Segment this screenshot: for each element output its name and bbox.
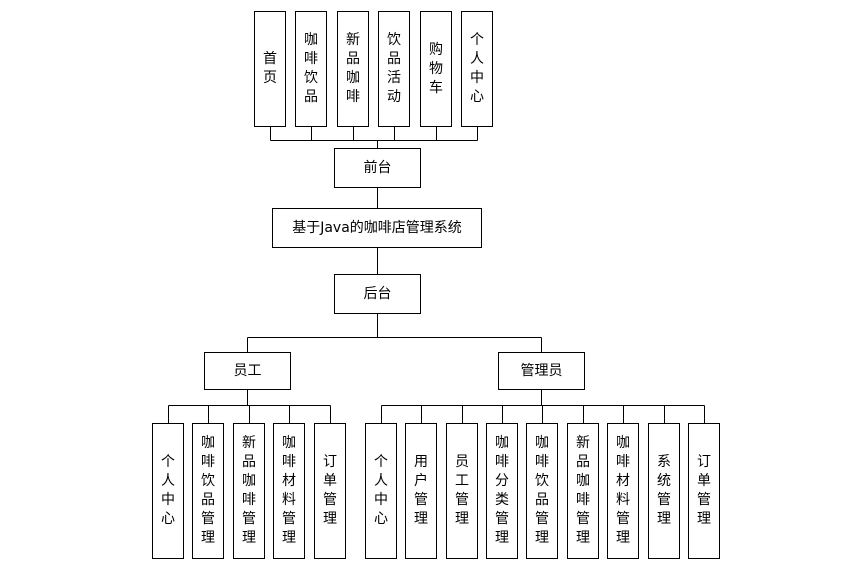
backend-node: 后台 — [334, 274, 421, 314]
admin-module-new-coffee-mgmt: 新品咖啡管理 — [567, 423, 599, 559]
frontend-module-profile: 个人中心 — [461, 11, 493, 127]
admin-module-order-mgmt: 订单管理 — [688, 423, 720, 559]
role-staff-node: 员工 — [204, 352, 291, 390]
admin-module-system-mgmt: 系统管理 — [648, 423, 680, 559]
system-title-node: 基于Java的咖啡店管理系统 — [272, 208, 482, 248]
frontend-module-home: 首页 — [254, 11, 286, 127]
admin-module-coffee-drinks-mgmt: 咖啡饮品管理 — [526, 423, 558, 559]
frontend-module-drink-events: 饮品活动 — [378, 11, 410, 127]
frontend-module-coffee-drinks: 咖啡饮品 — [295, 11, 327, 127]
admin-module-profile: 个人中心 — [365, 423, 397, 559]
frontend-module-cart: 购物车 — [420, 11, 452, 127]
frontend-node: 前台 — [334, 148, 421, 188]
role-admin-node: 管理员 — [498, 352, 585, 390]
staff-module-coffee-drinks-mgmt: 咖啡饮品管理 — [192, 423, 224, 559]
frontend-module-new-coffee: 新品咖啡 — [337, 11, 369, 127]
admin-module-coffee-category-mgmt: 咖啡分类管理 — [486, 423, 518, 559]
admin-module-coffee-material-mgmt: 咖啡材料管理 — [607, 423, 639, 559]
staff-module-order-mgmt: 订单管理 — [314, 423, 346, 559]
staff-module-new-coffee-mgmt: 新品咖啡管理 — [233, 423, 265, 559]
staff-module-profile: 个人中心 — [152, 423, 184, 559]
admin-module-user-mgmt: 用户管理 — [405, 423, 437, 559]
staff-module-coffee-material-mgmt: 咖啡材料管理 — [273, 423, 305, 559]
admin-module-staff-mgmt: 员工管理 — [446, 423, 478, 559]
